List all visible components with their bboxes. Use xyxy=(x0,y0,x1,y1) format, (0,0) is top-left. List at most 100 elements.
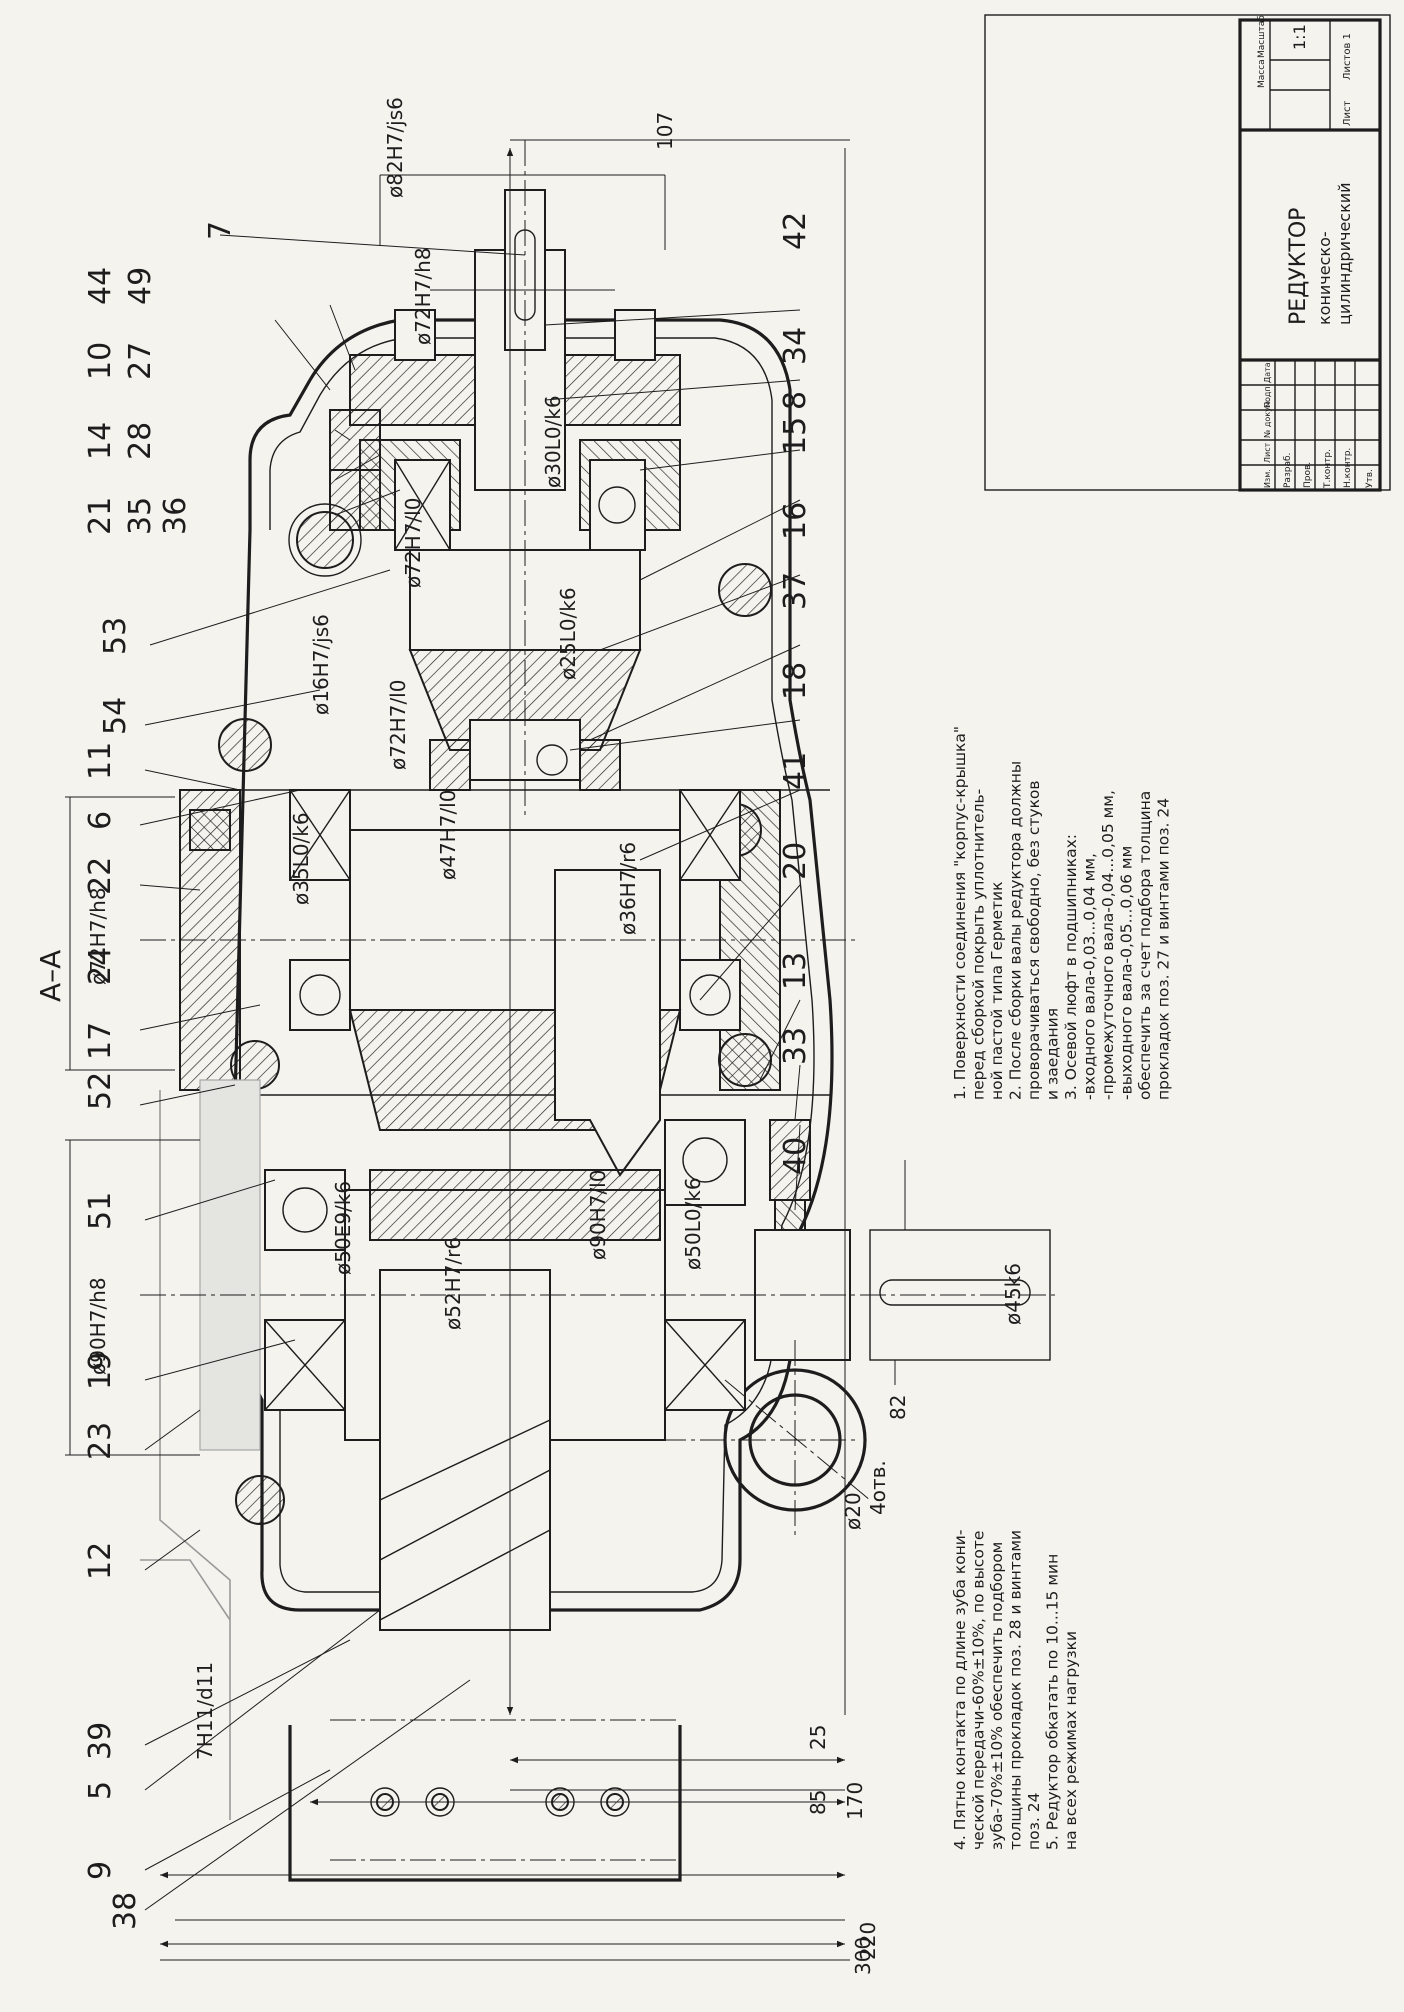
pos-20: 20 xyxy=(778,842,813,880)
fit-16: ø16H7/js6 xyxy=(309,614,333,715)
dim-220: 220 xyxy=(856,1922,880,1960)
note-line: проворачиваться свободно, без стуков xyxy=(1025,780,1043,1100)
pos-9: 9 xyxy=(83,1861,118,1880)
fit-72-h8-left: ø72H7/h8 xyxy=(86,887,110,985)
pos-44: 44 xyxy=(83,267,118,305)
fit-30: ø30L0/k6 xyxy=(541,395,565,488)
tb-col-list: Лист xyxy=(1263,442,1272,463)
tb-col-doc: № докум. xyxy=(1263,399,1272,438)
pos-10: 10 xyxy=(83,342,118,380)
pos-35: 35 xyxy=(123,497,158,535)
pos-7: 7 xyxy=(203,221,238,240)
fit-36: ø36H7/r6 xyxy=(616,842,640,935)
tb-col-date: Дата xyxy=(1263,362,1272,383)
tb-subtitle-1: коническо- xyxy=(1315,231,1334,325)
tb-title: РЕДУКТОР xyxy=(1286,208,1311,325)
note-line: 3. Осевой люфт в подшипниках: xyxy=(1062,834,1080,1100)
pos-51: 51 xyxy=(83,1192,118,1230)
note-line: обеспечить за счет подбора толщина xyxy=(1136,791,1154,1100)
pos-53: 53 xyxy=(98,617,133,655)
pos-49: 49 xyxy=(123,267,158,305)
section-label: A–A xyxy=(34,950,67,1002)
fit-50-l0: ø50L0/k6 xyxy=(681,1177,705,1270)
position-labels-left: 44 49 10 27 14 28 21 35 36 53 54 11 6 22… xyxy=(83,267,193,1930)
note-line: 1. Поверхности соединения "корпус-крышка… xyxy=(951,726,969,1100)
pos-33: 33 xyxy=(778,1027,813,1065)
fit-90-h8: ø90H7/h8 xyxy=(86,1277,110,1375)
fit-50-e9: ø50E9/k6 xyxy=(331,1181,355,1275)
fit-45: ø45k6 xyxy=(1001,1263,1025,1325)
pos-8: 8 xyxy=(778,391,813,410)
dim-85: 85 xyxy=(806,1790,830,1815)
pos-13: 13 xyxy=(778,952,813,990)
fit-72-h8-top: ø72H7/h8 xyxy=(411,247,435,345)
fit-90-l0: ø90H7/l0 xyxy=(586,1170,610,1260)
leader-lines xyxy=(139,234,906,1911)
tb-col-sign: Подп. xyxy=(1263,384,1272,408)
pos-23: 23 xyxy=(83,1422,118,1460)
pos-39: 39 xyxy=(83,1722,118,1760)
fit-47: ø47H7/l0 xyxy=(436,790,460,880)
fit-72-l0-a: ø72H7/l0 xyxy=(401,498,425,588)
pos-17: 17 xyxy=(83,1022,118,1060)
pos-22: 22 xyxy=(83,857,118,895)
tb-row-dev: Разраб. xyxy=(1283,453,1293,488)
note-line: и заедания xyxy=(1044,1008,1062,1100)
note-line: ческой передачи-60%±10%, по высоте xyxy=(970,1531,988,1850)
tb-scale-label: Масштаб xyxy=(1257,15,1267,58)
tb-row-ncontrol: Н.контр. xyxy=(1343,448,1353,488)
output-shaft-assembly xyxy=(264,1119,1051,1631)
pos-11: 11 xyxy=(83,742,118,780)
pos-41: 41 xyxy=(778,752,813,790)
pos-37: 37 xyxy=(778,572,813,610)
note-line: -выходного вала-0,05...0,06 мм xyxy=(1118,846,1136,1100)
pos-36: 36 xyxy=(158,497,193,535)
pos-16: 16 xyxy=(778,502,813,540)
fit-72-l0-b: ø72H7/l0 xyxy=(386,680,410,770)
pos-5: 5 xyxy=(83,1781,118,1800)
note-line: зуба-70%±10% обеспечить подбором xyxy=(988,1542,1006,1850)
fit-designations: ø82H7/js6 ø72H7/h8 ø30L0/k6 ø72H7/l0 ø16… xyxy=(86,97,1025,1760)
tb-row-approve: Утв. xyxy=(1365,469,1375,488)
note-line: 4. Пятно контакта по длине зуба кони- xyxy=(951,1530,969,1850)
note-line: толщины прокладок поз. 28 и винтами xyxy=(1007,1530,1025,1850)
input-shaft-assembly xyxy=(329,189,681,791)
position-labels-right: 7 42 34 15 8 16 37 18 41 20 13 33 40 xyxy=(203,212,813,1175)
fit-82: ø82H7/js6 xyxy=(383,97,407,198)
intermediate-shaft-assembly xyxy=(179,789,781,1177)
pos-28: 28 xyxy=(123,422,158,460)
fit-35: ø35L0/k6 xyxy=(289,812,313,905)
note-line: -входного вала-0,03...0,04 мм, xyxy=(1081,853,1099,1100)
note-line: ной пастой типа Герметик xyxy=(988,882,1006,1100)
tb-sheets: Листов 1 xyxy=(1342,33,1353,80)
tb-sheet: Лист xyxy=(1342,100,1353,126)
technical-notes-4-5: 4. Пятно контакта по длине зуба кони- че… xyxy=(951,1530,1080,1850)
dim-hole-dia: ø20 xyxy=(841,1492,865,1530)
note-line: прокладок поз. 27 и винтами поз. 24 xyxy=(1155,798,1173,1100)
pos-42: 42 xyxy=(778,212,813,250)
dimension-values: 107 82 85 25 170 220 300 ø20 4отв. xyxy=(653,112,910,1975)
pos-40: 40 xyxy=(778,1137,813,1175)
title-block: Изм. Лист № докум. Подп. Дата Разраб. Пр… xyxy=(1238,15,1382,492)
pos-24: 24 xyxy=(83,947,118,985)
fit-h11: 7H11/d11 xyxy=(193,1662,217,1760)
note-line: 5. Редуктор обкатать по 10...15 мин xyxy=(1044,1554,1062,1850)
pos-12: 12 xyxy=(83,1542,118,1580)
dim-82: 82 xyxy=(886,1395,910,1420)
pos-6: 6 xyxy=(83,811,118,830)
pos-34: 34 xyxy=(778,327,813,365)
center-lines xyxy=(140,140,1060,1861)
dim-hole-count: 4отв. xyxy=(866,1460,890,1515)
pos-27: 27 xyxy=(123,342,158,380)
pos-18: 18 xyxy=(778,662,813,700)
tb-scale: 1:1 xyxy=(1290,24,1309,50)
ghost-section xyxy=(140,1079,261,1820)
pos-19: 19 xyxy=(83,1352,118,1390)
note-line: перед сборкой покрыть уплотнитель- xyxy=(970,789,988,1100)
note-line: на всех режимах нагрузки xyxy=(1062,1631,1080,1850)
pos-15: 15 xyxy=(778,417,813,455)
pos-38: 38 xyxy=(108,1892,143,1930)
dim-25: 25 xyxy=(806,1725,830,1750)
